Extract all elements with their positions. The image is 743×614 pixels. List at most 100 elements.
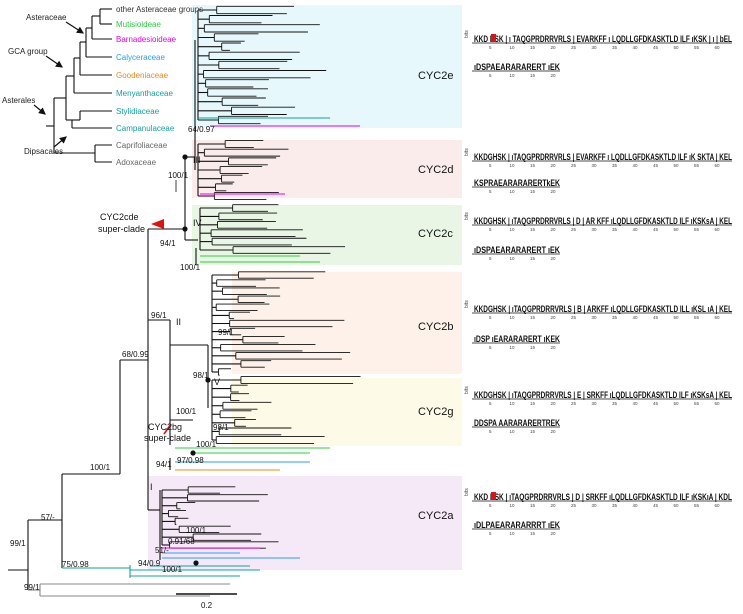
clade-bg-cyc2d [192, 140, 462, 198]
logo-tick-label: 15 [530, 503, 536, 508]
logo-tick-label: 35 [612, 163, 618, 168]
logo-tick-label: 55 [694, 45, 700, 50]
logo-tick-label: 30 [592, 503, 598, 508]
logo-tick-label: 10 [510, 227, 516, 232]
logo-tick-label: 5 [489, 315, 492, 320]
logo-tick-label: 30 [592, 163, 598, 168]
logo-tick-label: 20 [551, 227, 557, 232]
inset-leaf-label: Caprifoliaceae [116, 141, 168, 150]
inset-leaf-label: Barnadesioideae [116, 35, 177, 44]
logo-tick-label: 10 [510, 45, 516, 50]
logo-tick-label: 45 [653, 315, 659, 320]
logo-tick-label: 45 [653, 45, 659, 50]
logo-tick-label: 35 [612, 45, 618, 50]
support-value: 64/0.97 [188, 125, 215, 134]
support-value: 99/1 [24, 583, 40, 592]
logo-tick-label: 45 [653, 227, 659, 232]
logo-ylabel: bits [464, 386, 470, 394]
logo-tick-label: 5 [489, 531, 492, 536]
logo-tick-label: 10 [510, 401, 516, 406]
support-value: 57/- [41, 513, 55, 522]
logo-tick-label: 20 [551, 429, 557, 434]
logo-sequence-line1: KKDGHSK | ıTAQGPRDRRVRLS | D | AR KFF ıL… [474, 216, 732, 226]
logo-tick-label: 20 [551, 163, 557, 168]
logo-sequence-line2: KSPRAEARARARERTkEK [474, 178, 560, 188]
logo-tick-label: 10 [510, 429, 516, 434]
logo-tick-label: 20 [551, 189, 557, 194]
logo-tick-label: 15 [530, 401, 536, 406]
logo-tick-label: 5 [489, 189, 492, 194]
logo-tick-label: 40 [633, 227, 639, 232]
logo-sequence-line2: ıDSPAEARARARERT ıEK [474, 245, 560, 255]
logo-sequence-line2: DDSPA AARARARERTREK [474, 418, 560, 428]
clade-label-cyc2e: CYC2e [418, 70, 453, 82]
support-value: 100/1 [186, 526, 207, 535]
logo-tick-label: 55 [694, 401, 700, 406]
logo-tick-label: 60 [715, 503, 721, 508]
clade-label-cyc2g: CYC2g [418, 406, 453, 418]
clade-label-cyc2a: CYC2a [418, 510, 454, 522]
logo-tick-label: 15 [530, 429, 536, 434]
support-value: 100/1 [180, 263, 201, 272]
logo-sequence-line1: KKD HSK | ıTAQGPRDRRVRLS | D | SRKFF ıLQ… [474, 492, 732, 502]
logo-sequence-line1: KKDGHSK | ıTAQGPRDRRVRLS | B | ARKFF ıLQ… [474, 304, 732, 314]
cyc2cde-marker-triangle [151, 219, 164, 229]
logo-tick-label: 60 [715, 45, 721, 50]
clade-label-cyc2d: CYC2d [418, 164, 453, 176]
logo-tick-label: 20 [551, 315, 557, 320]
logo-tick-label: 10 [510, 73, 516, 78]
logo-sequence-line1: KKDGHSK | ıTAQGPRDRRVRLS | EVARKFF ı LQD… [474, 152, 732, 162]
logo-tick-label: 30 [592, 315, 598, 320]
logo-tick-label: 20 [551, 256, 557, 261]
logo-tick-label: 25 [571, 227, 577, 232]
annotation-cyc2bg-line1: CYC2bg [148, 422, 182, 432]
inset-leaf-label: Adoxaceae [116, 158, 157, 167]
logo-tick-label: 35 [612, 227, 618, 232]
logo-tick-label: 5 [489, 256, 492, 261]
annotation-cyc2bg-line2: super-clade [144, 433, 191, 443]
logo-tick-label: 55 [694, 163, 700, 168]
node-label-i: I [150, 482, 153, 492]
arrow-gca [45, 55, 63, 68]
logo-tick-label: 50 [674, 401, 680, 406]
logo-ylabel: bits [464, 212, 470, 220]
logo-tick-label: 5 [489, 503, 492, 508]
support-value: 100/1 [176, 407, 197, 416]
node-dot [205, 377, 211, 383]
logo-tick-label: 5 [489, 227, 492, 232]
logo-highlight [491, 492, 496, 500]
arrow-asteraceae [65, 21, 85, 34]
logo-tick-label: 30 [592, 45, 598, 50]
logo-tick-label: 55 [694, 227, 700, 232]
node-dot [182, 154, 188, 160]
logo-highlight [491, 34, 496, 42]
logo-tick-label: 55 [694, 315, 700, 320]
support-value: 98/1 [193, 371, 209, 380]
inset-leaf-label: Goodeniaceae [116, 71, 169, 80]
node-label-iii: III [193, 155, 201, 165]
logo-tick-label: 25 [571, 401, 577, 406]
scale-bar-label: 0.2 [201, 601, 213, 610]
logo-tick-label: 5 [489, 163, 492, 168]
logo-tick-label: 45 [653, 503, 659, 508]
inset-leaf-label: Calyceraceae [116, 53, 165, 62]
logo-sequence-line1: KKD HSK | ı TAQGPRDRRVRLS | EVARKFF ı LQ… [474, 34, 732, 44]
inset-tree-branches [46, 8, 112, 163]
logo-tick-label: 50 [674, 45, 680, 50]
logo-tick-label: 5 [489, 73, 492, 78]
support-value: 94/1 [156, 460, 172, 469]
logo-tick-label: 15 [530, 227, 536, 232]
logo-tick-label: 40 [633, 401, 639, 406]
logo-tick-label: 5 [489, 345, 492, 350]
node-label-iv: IV [193, 218, 202, 228]
node-dot [190, 450, 196, 456]
logo-ylabel: bits [464, 300, 470, 308]
clade-bg-cyc2b [232, 272, 462, 374]
support-value: 100/1 [196, 440, 217, 449]
arrow-dipsacales [53, 136, 67, 148]
group-label-dipsacales: Dipsacales [24, 147, 63, 156]
node-dot [182, 226, 188, 232]
logo-tick-label: 15 [530, 73, 536, 78]
logo-tick-label: 35 [612, 503, 618, 508]
